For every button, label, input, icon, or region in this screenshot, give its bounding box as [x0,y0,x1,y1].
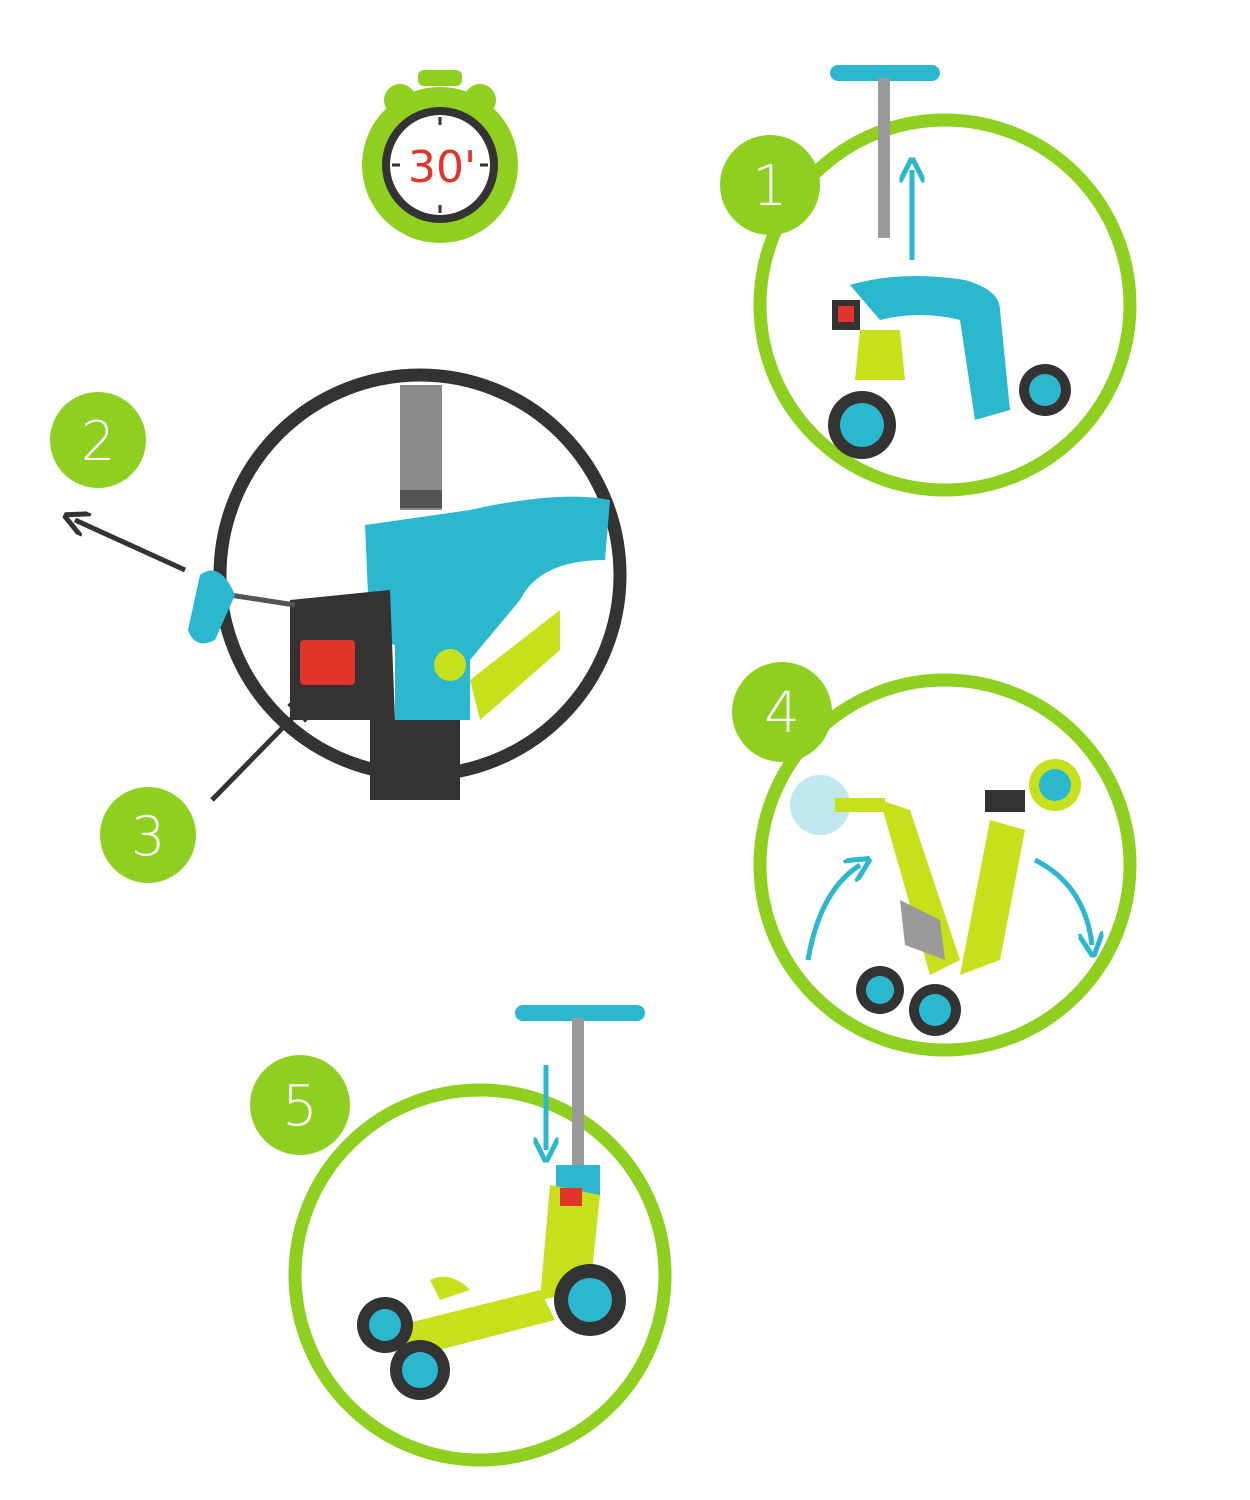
step-2-number: 2 [81,410,115,473]
flipping-frame-illustration [790,759,1081,1036]
step-2-3-panel: 2 3 [50,375,620,883]
step-5-number: 5 [282,1074,318,1139]
timer-label: 30' [408,142,476,193]
step-1-panel: 1 [720,65,1130,490]
stopwatch-icon: 30' [362,70,518,243]
step-4-panel: 4 [732,662,1130,1050]
step-4-number: 4 [764,681,800,746]
press-button-arrow-icon [212,705,305,800]
pull-pin-arrow-icon [75,520,185,570]
step-1-number: 1 [752,154,788,219]
rotate-down-arrow-icon [1035,860,1092,945]
step-5-panel: 5 [250,1005,665,1460]
step-3-number: 3 [131,805,165,868]
scooter-illustration [357,1005,645,1400]
rotate-up-arrow-icon [808,865,860,960]
